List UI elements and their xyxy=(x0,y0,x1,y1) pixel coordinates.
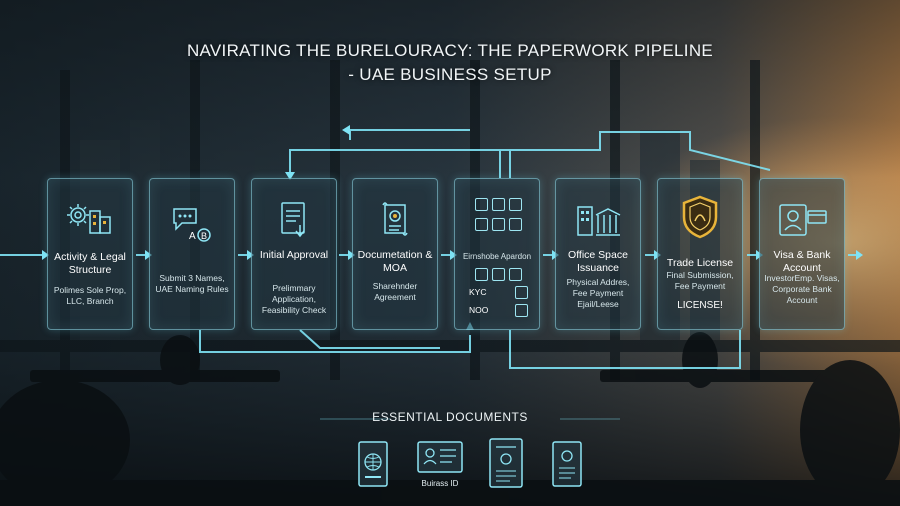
approval-document-icon xyxy=(252,199,336,241)
step-card-trade-license[interactable]: Trade License Final Submission, Fee Paym… xyxy=(657,178,743,330)
scroll-document-icon xyxy=(353,199,437,241)
certificate-document-icon[interactable] xyxy=(551,440,585,495)
license-document-icon[interactable] xyxy=(488,437,524,496)
step-subtitle: InvestorEmp. Visas, Corporate Bank Accou… xyxy=(764,273,840,305)
license-badge: LICENSE! xyxy=(677,300,723,311)
kyc-label: KYC xyxy=(469,287,487,297)
step-subtitle: Polimes Sole Prop, LLC, Branch xyxy=(53,285,127,306)
page-title-line1: NAVIRATING THE BURELOURACY: THE PAPERWOR… xyxy=(186,41,714,60)
gear-buildings-icon xyxy=(48,199,132,241)
step-subtitle: Submit 3 Names, UAE Naming Rules xyxy=(155,273,229,294)
document-tile-icon xyxy=(515,304,528,317)
step-card-visa-bank[interactable]: Visa & Bank Account InvestorEmp. Visas, … xyxy=(759,178,845,330)
document-tile-icon xyxy=(515,286,528,299)
noo-label: NOO xyxy=(469,305,489,315)
step-title: Trade License xyxy=(666,257,734,269)
step-subtitle: Prelimmary Application, Feasibility Chec… xyxy=(261,283,327,315)
step-subtitle: Sharehnder Agreement xyxy=(372,281,418,302)
step-card-activity-legal[interactable]: Activity & Legal Structure Polimes Sole … xyxy=(47,178,133,330)
step-card-initial-approval[interactable]: Initial Approval Prelimmary Application,… xyxy=(251,178,337,330)
icon-letter-a: A xyxy=(189,231,196,242)
step-card-document-hub[interactable]: Eirnshobe Apardon KYC NOO xyxy=(454,178,540,330)
document-grid-icon xyxy=(463,197,533,237)
step-subtitle: Physical Addres, Fee Payment Ejail/Leese xyxy=(566,277,630,309)
gold-shield-icon xyxy=(658,193,742,239)
step-title: Documetation & MOA xyxy=(357,249,433,274)
business-id-label: Buirass ID xyxy=(421,479,459,488)
step-title: Initial Approval xyxy=(259,249,329,261)
business-id-icon[interactable] xyxy=(416,440,464,479)
step-title: Office Space Issuance xyxy=(568,249,628,274)
step-title: Visa & Bank Account xyxy=(773,249,831,274)
icon-letter-b: B xyxy=(201,231,207,241)
step-subtitle: Final Submission, Fee Payment xyxy=(666,270,734,291)
step-subtitle: Eirnshobe Apardon xyxy=(462,252,532,261)
step-card-naming[interactable]: A B Submit 3 Names, UAE Naming Rules xyxy=(149,178,235,330)
page-title-line2: - UAE BUSINESS SETUP xyxy=(348,65,552,84)
name-chat-icon: A B xyxy=(150,199,234,242)
step-card-documentation-moa[interactable]: Documetation & MOA Sharehnder Agreement xyxy=(352,178,438,330)
essential-documents-title: ESSENTIAL DOCUMENTS xyxy=(372,410,528,424)
document-grid-lower xyxy=(463,267,533,287)
passport-icon[interactable] xyxy=(357,440,391,495)
id-card-icon xyxy=(760,199,844,241)
office-building-icon xyxy=(556,199,640,241)
step-title: Activity & Legal Structure xyxy=(54,251,126,276)
step-card-office-space[interactable]: Office Space Issuance Physical Addres, F… xyxy=(555,178,641,330)
